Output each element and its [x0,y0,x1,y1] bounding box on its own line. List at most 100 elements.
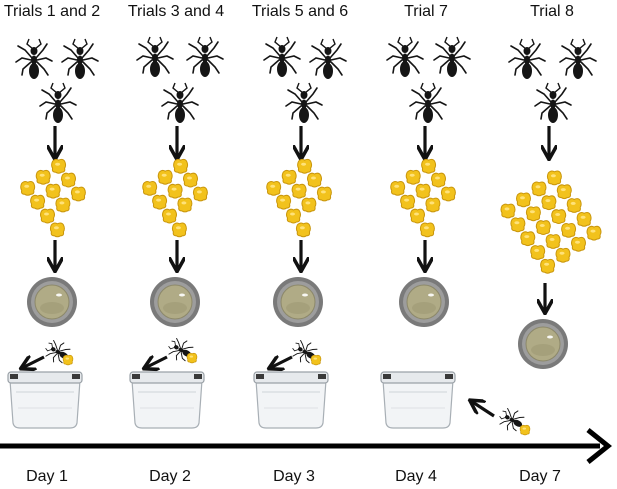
food-pellet-icon [525,206,541,222]
food-pellet-icon [173,158,189,174]
trial-title: Trials 3 and 4 [128,3,224,20]
food-pellet-icon [519,424,531,436]
arrow-icon [270,357,293,368]
food-pellet-icon [531,181,547,197]
arrow-icon [22,357,45,368]
food-pellet-icon [276,194,292,210]
ant-icon [161,82,199,124]
food-pellet-icon [152,194,168,210]
day-label: Day 2 [149,468,191,485]
food-pellet-icon [45,183,61,199]
petri-dish-icon [149,276,201,328]
ant-icon [508,38,546,80]
day-label: Day 1 [26,468,68,485]
food-pellet-icon [541,195,557,211]
food-pellet-icon [440,186,456,202]
food-pellet-icon [316,186,332,202]
arrow-icon [471,401,495,418]
food-pellet-icon [530,245,546,260]
food-pellet-icon [295,222,311,238]
food-pellet-icon [405,169,421,185]
ant-icon [386,36,424,78]
food-pellet-icon [561,223,577,238]
food-pellet-icon [291,183,307,199]
ant-icon [136,36,174,78]
food-pellet-icon [49,222,65,238]
food-pellet-icon [35,169,51,185]
ant-icon [409,82,447,124]
ant-icon [263,36,301,78]
food-pellet-icon [301,197,317,213]
food-pellet-icon [551,209,567,224]
ant-icon [61,38,99,80]
day-label: Day 4 [395,468,437,485]
food-pellet-icon [186,352,198,364]
food-pellet-icon [500,203,516,219]
food-pellet-icon [425,197,441,213]
food-pellet-icon [266,181,282,196]
food-pellet-icon [520,231,536,247]
timeline-arrowhead [586,428,613,464]
food-pellet-icon [390,181,406,196]
arrow-icon [145,357,168,368]
food-pellet-icon [177,197,193,213]
ant-icon [309,38,347,80]
food-pellet-icon [142,181,158,196]
food-pellet-icon [516,192,531,208]
food-pellet-icon [555,247,571,263]
trial-title: Trials 5 and 6 [252,3,348,20]
food-pellet-icon [162,208,177,224]
ant-icon [186,36,224,78]
food-pellet-icon [546,170,562,186]
food-pellet-icon [556,184,572,200]
storage-box-icon [129,371,205,429]
food-pellet-icon [70,186,86,202]
food-pellet-icon [61,172,76,188]
storage-box-icon [253,371,329,429]
food-pellet-icon [535,220,551,235]
food-pellet-icon [30,194,46,210]
petri-dish-icon [272,276,324,328]
food-pellet-icon [419,222,435,238]
food-pellet-icon [286,208,301,224]
food-pellet-icon [183,172,198,188]
food-pellet-icon [297,158,313,174]
food-pellet-icon [545,234,561,249]
food-pellet-icon [307,172,322,188]
ant-icon [285,82,323,124]
food-pellet-icon [510,217,526,233]
ant-icon [559,38,597,80]
food-pellet-icon [566,198,582,213]
arrow-group [22,126,549,418]
food-pellet-icon [400,194,416,210]
food-pellet-icon [40,208,55,224]
food-pellet-icon [157,169,173,185]
trial-title: Trials 1 and 2 [4,3,100,20]
trial-title: Trial 8 [530,3,574,20]
storage-box-icon [7,371,83,429]
food-pellet-icon [55,197,71,213]
food-pellet-icon [171,222,187,238]
food-pellet-icon [167,183,183,199]
food-pellet-icon [586,225,602,241]
petri-dish-icon [398,276,450,328]
food-pellet-icon [281,169,297,185]
ant-icon [433,36,471,78]
food-pellet-icon [410,208,425,224]
ant-icon [15,38,53,80]
ant-group [15,36,597,124]
petri-dish-icon [26,276,78,328]
food-pellet-icon [431,172,446,188]
food-pellet-icon [415,183,431,199]
food-pellet-icon [421,158,437,174]
food-pellet-icon [310,354,322,366]
food-pellet-icon [62,354,74,366]
petri-dish-icon [517,318,569,370]
food-pellet-icon [192,186,208,202]
ant-icon [39,82,77,124]
food-layer [20,158,602,274]
ant-icon [534,82,572,124]
food-pellet-icon [540,258,556,274]
day-label: Day 7 [519,468,561,485]
